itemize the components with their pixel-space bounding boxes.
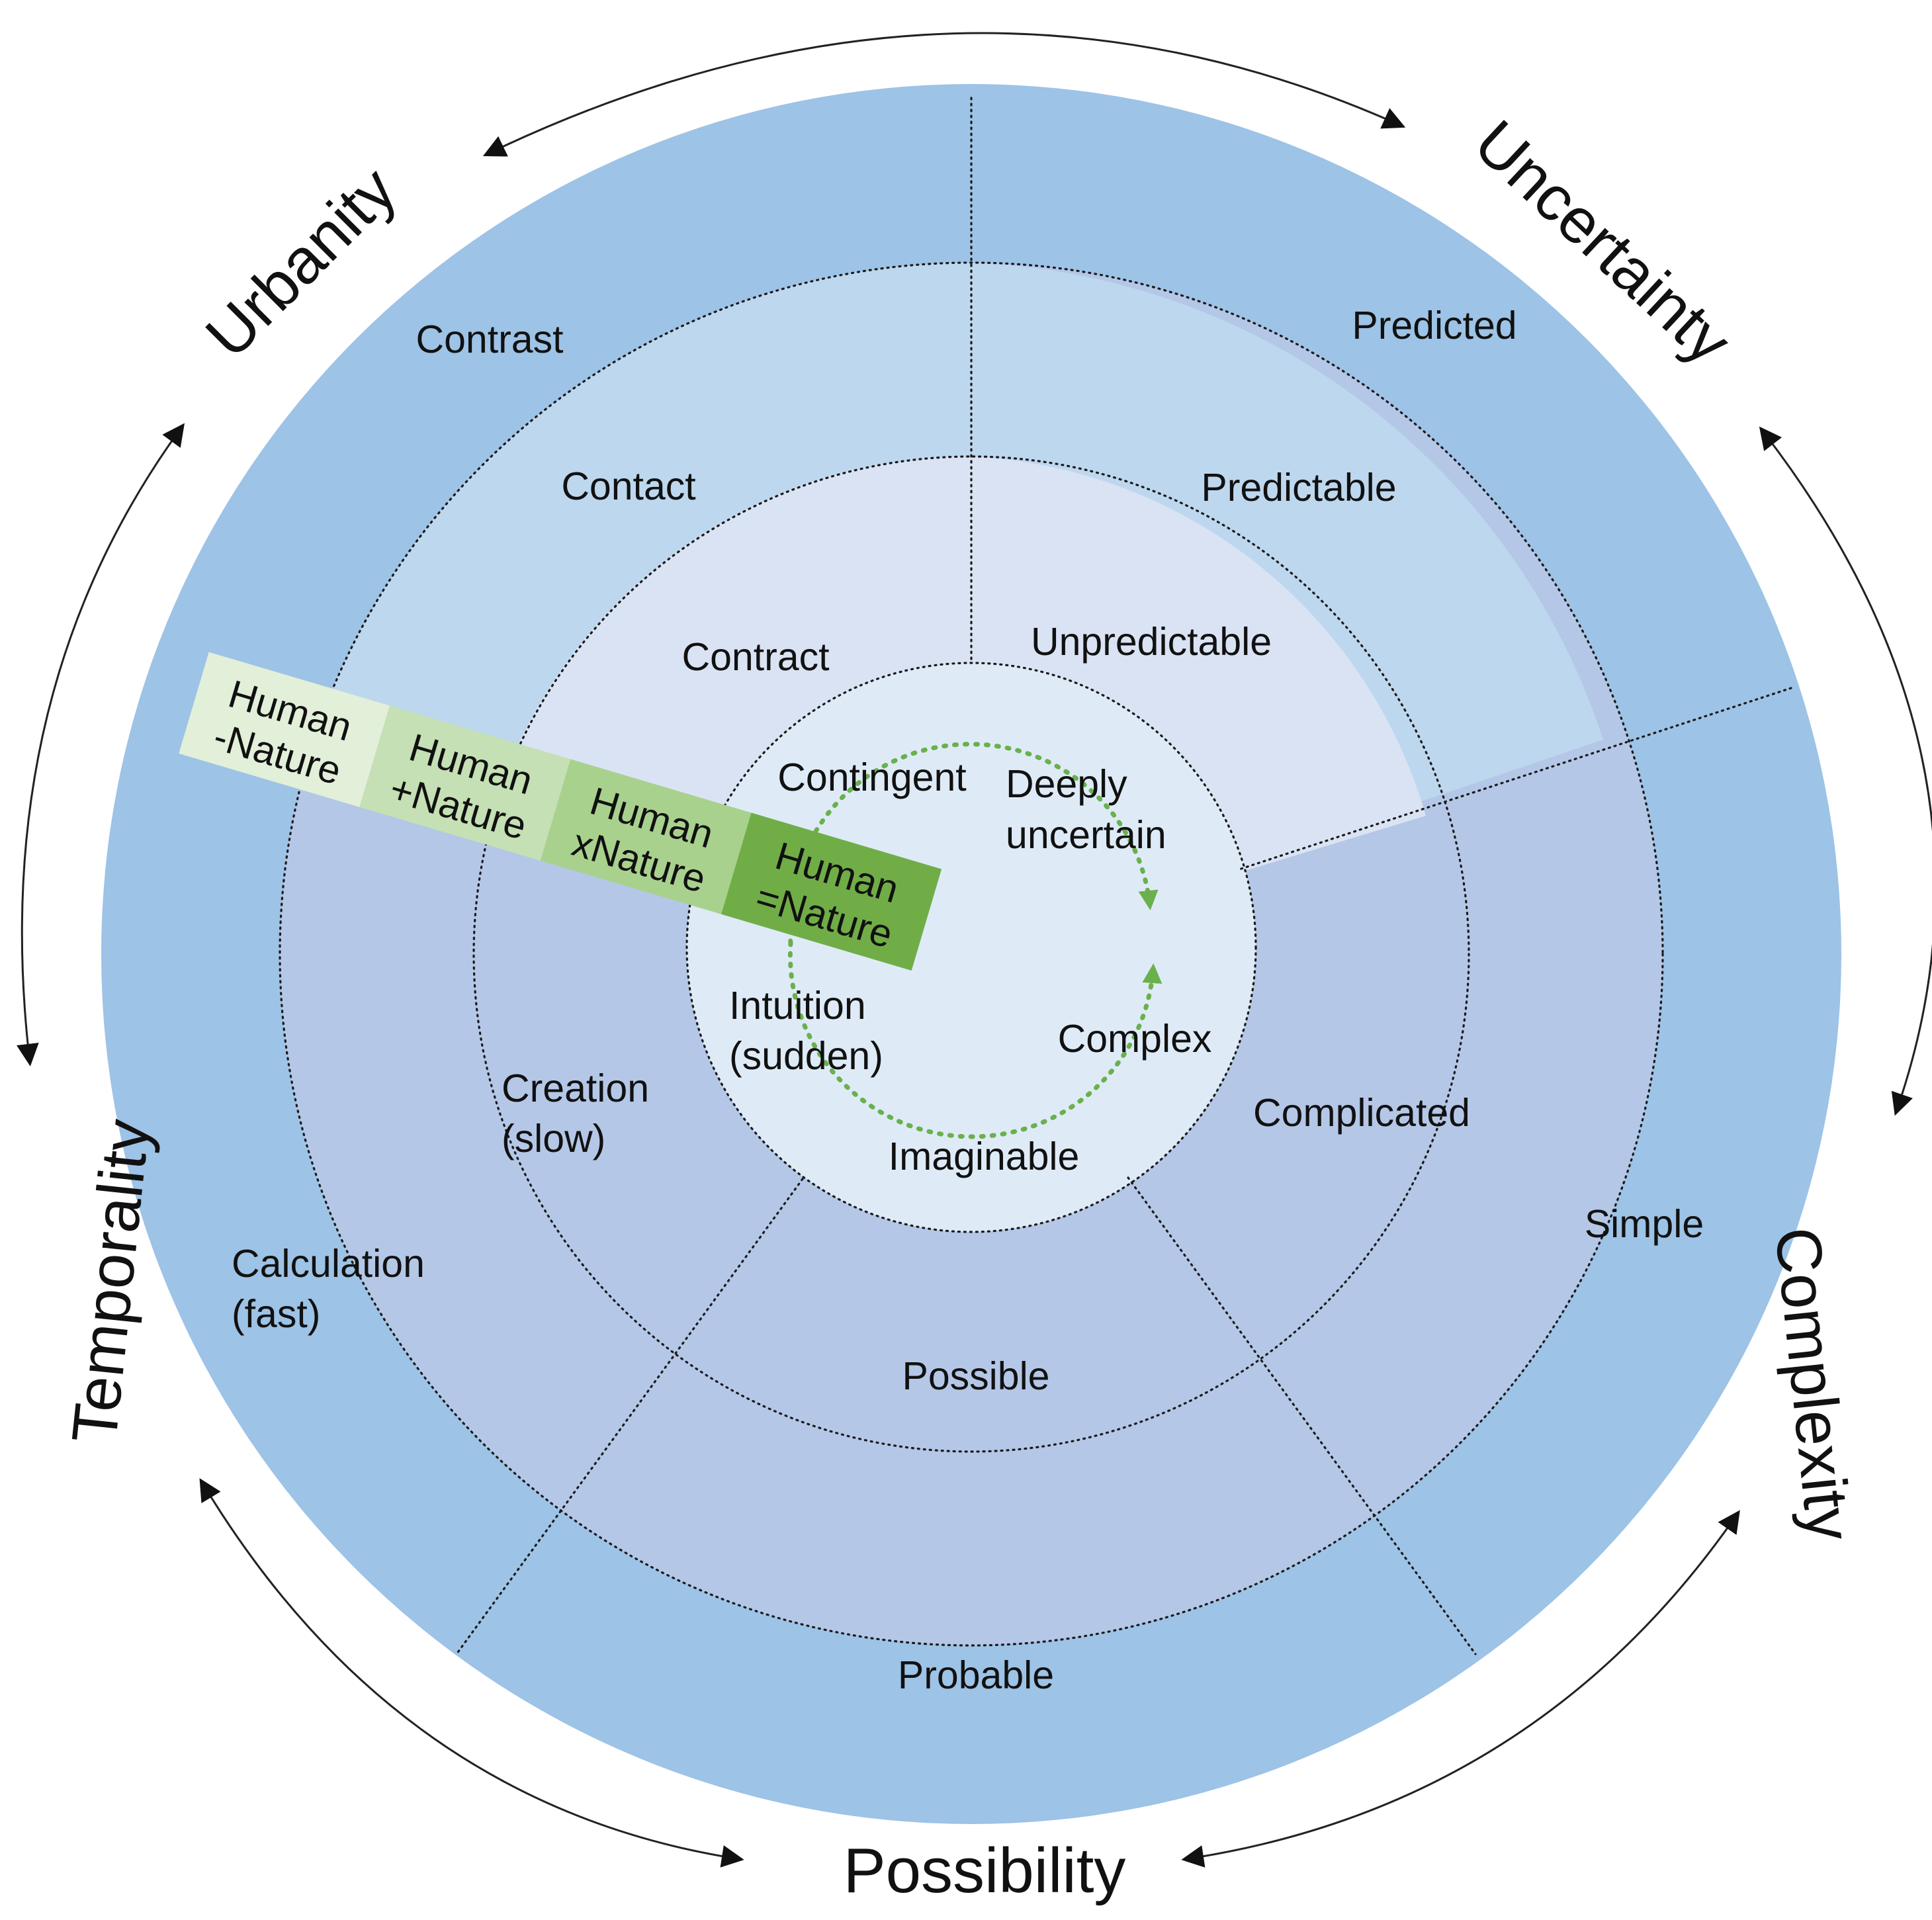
band-human-plus-nature bbox=[359, 705, 571, 861]
band-human-times-nature bbox=[540, 759, 752, 914]
label-sudden: (sudden) bbox=[729, 1034, 883, 1078]
center-disc bbox=[687, 663, 1256, 1232]
label-contract: Contract bbox=[682, 635, 830, 679]
label-possible: Possible bbox=[902, 1354, 1049, 1398]
arrow-possibility-temporality bbox=[199, 1478, 744, 1868]
arrow-complexity-possibility bbox=[1181, 1510, 1740, 1868]
band-human-equals-nature bbox=[721, 812, 942, 971]
dimension-complexity: Complexity bbox=[1761, 1224, 1865, 1544]
label-creation: Creation bbox=[502, 1067, 649, 1110]
label-probable: Probable bbox=[898, 1653, 1054, 1697]
label-imaginable: Imaginable bbox=[889, 1135, 1080, 1178]
label-slow: (slow) bbox=[502, 1117, 605, 1160]
cycle-arrow-lower bbox=[787, 940, 1163, 1139]
divider-upper-right bbox=[1238, 687, 1792, 871]
label-calculation: Calculation bbox=[232, 1242, 425, 1286]
band-human-minus-nature bbox=[179, 652, 390, 807]
label-unpredictable: Unpredictable bbox=[1031, 620, 1272, 664]
label-intuition: Intuition bbox=[729, 984, 866, 1027]
ring-boundary-middle bbox=[472, 455, 1470, 1453]
label-complex: Complex bbox=[1058, 1017, 1212, 1061]
ring-boundary-outer bbox=[279, 261, 1664, 1647]
label-deeply: Deeply bbox=[1006, 762, 1127, 806]
dimension-possibility: Possibility bbox=[844, 1835, 1126, 1906]
label-contact: Contact bbox=[561, 464, 695, 508]
label-contrast: Contrast bbox=[416, 318, 564, 361]
label-uncertain: uncertain bbox=[1006, 813, 1166, 857]
arrow-urbanity-uncertainty bbox=[482, 32, 1406, 157]
label-predicted: Predicted bbox=[1352, 304, 1516, 347]
label-complicated: Complicated bbox=[1253, 1091, 1470, 1135]
ring-boundary-inner bbox=[685, 662, 1257, 1233]
label-contingent: Contingent bbox=[777, 756, 966, 799]
label-predictable: Predictable bbox=[1201, 466, 1396, 509]
arrow-uncertainty-complexity bbox=[1759, 426, 1932, 1116]
label-simple: Simple bbox=[1585, 1202, 1704, 1246]
label-fast: (fast) bbox=[232, 1292, 320, 1336]
arrow-temporality-urbanity bbox=[16, 423, 185, 1067]
dimension-temporality: Temporality bbox=[59, 1116, 163, 1446]
